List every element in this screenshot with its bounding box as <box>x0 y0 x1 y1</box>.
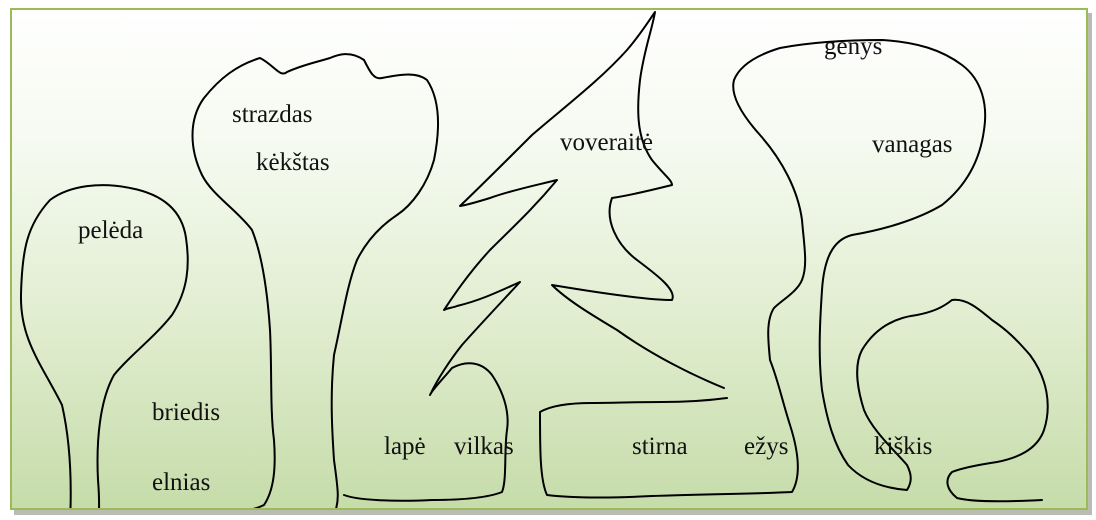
pine-tree-outline <box>344 12 724 501</box>
label-voveraite: voveraitė <box>560 130 653 155</box>
label-lape: lapė <box>384 434 426 459</box>
label-stirna: stirna <box>632 434 688 459</box>
label-peleda: pelėda <box>78 218 143 243</box>
round-tree-outline <box>21 54 438 510</box>
label-kekstas: kėkštas <box>256 150 330 175</box>
diagram-frame: genys strazdas voveraitė vanagas kėkštas… <box>10 8 1088 510</box>
label-strazdas: strazdas <box>232 102 313 127</box>
tall-tree-outline <box>540 40 1048 501</box>
label-ezys: ežys <box>744 434 788 459</box>
label-genys: genys <box>824 34 882 59</box>
label-vilkas: vilkas <box>454 434 514 459</box>
label-elnias: elnias <box>152 470 210 495</box>
label-kiskis: kiškis <box>874 434 932 459</box>
label-vanagas: vanagas <box>872 132 953 157</box>
label-briedis: briedis <box>152 400 220 425</box>
